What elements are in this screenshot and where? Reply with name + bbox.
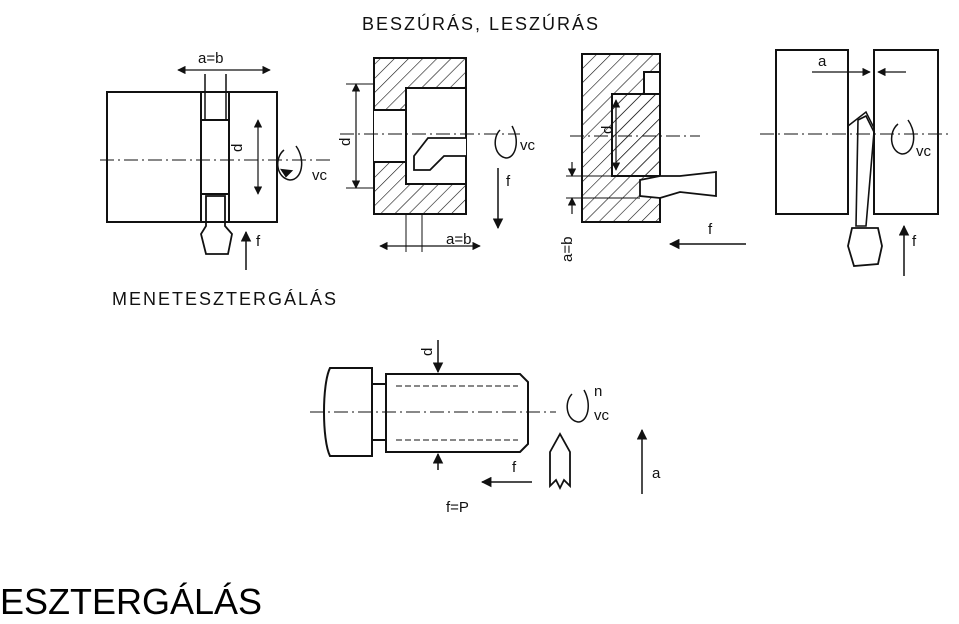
label-vc-1: vc (312, 167, 328, 184)
caption-title: ESZTERGÁLÁS (0, 581, 263, 622)
rotation-arrow-2 (494, 125, 518, 159)
label-vc-4: vc (916, 143, 932, 160)
label-vc-5: vc (594, 407, 610, 424)
workpiece-left-block (106, 91, 202, 223)
label-f-eq-p: f=P (446, 499, 469, 516)
rotation-arrow-4 (890, 119, 915, 155)
rotation-arrow (277, 145, 303, 181)
label-a-eq-b-3: a=b (559, 237, 576, 262)
workpiece-groove-neck (200, 119, 230, 195)
face-grooving-tool (639, 170, 717, 199)
threaded-shaft (385, 373, 529, 453)
threading-tool (549, 432, 571, 491)
label-d-1: d (229, 144, 246, 152)
figure-thread-turning (310, 340, 648, 494)
title-thread-turning: MENETESZTERGÁLÁS (112, 289, 338, 309)
label-d-3: d (599, 126, 616, 134)
label-f-2: f (506, 173, 511, 190)
label-a-4: a (818, 53, 827, 70)
label-f-1: f (256, 233, 261, 250)
title-grooving-parting: BESZÚRÁS, LESZÚRÁS (362, 13, 600, 34)
label-vc-2: vc (520, 137, 536, 154)
figure-external-grooving (100, 65, 330, 270)
rotation-arrow-5 (566, 389, 590, 423)
label-n-5: n (594, 383, 602, 400)
figure-face-grooving (566, 53, 746, 250)
workpiece-right-part (873, 49, 939, 215)
label-d-2: d (337, 138, 354, 146)
turning-diagram: BESZÚRÁS, LESZÚRÁS MENETESZTERGÁLÁS a=b … (100, 13, 952, 516)
workpiece-left-part (775, 49, 849, 215)
chuck-end (323, 367, 373, 457)
workpiece-right-block (228, 91, 278, 223)
figure-parting-off (760, 49, 952, 276)
label-f-3: f (708, 221, 713, 238)
label-a-5: a (652, 465, 661, 482)
grooving-tool (200, 195, 233, 255)
boring-bar-tool (413, 137, 466, 171)
parting-tool (855, 114, 875, 227)
label-f-5: f (512, 459, 517, 476)
label-a-eq-b-2: a=b (446, 231, 471, 248)
label-f-4: f (912, 233, 917, 250)
label-d-5: d (419, 348, 436, 356)
label-a-eq-b-1: a=b (198, 50, 223, 67)
figure-internal-grooving (340, 57, 520, 252)
